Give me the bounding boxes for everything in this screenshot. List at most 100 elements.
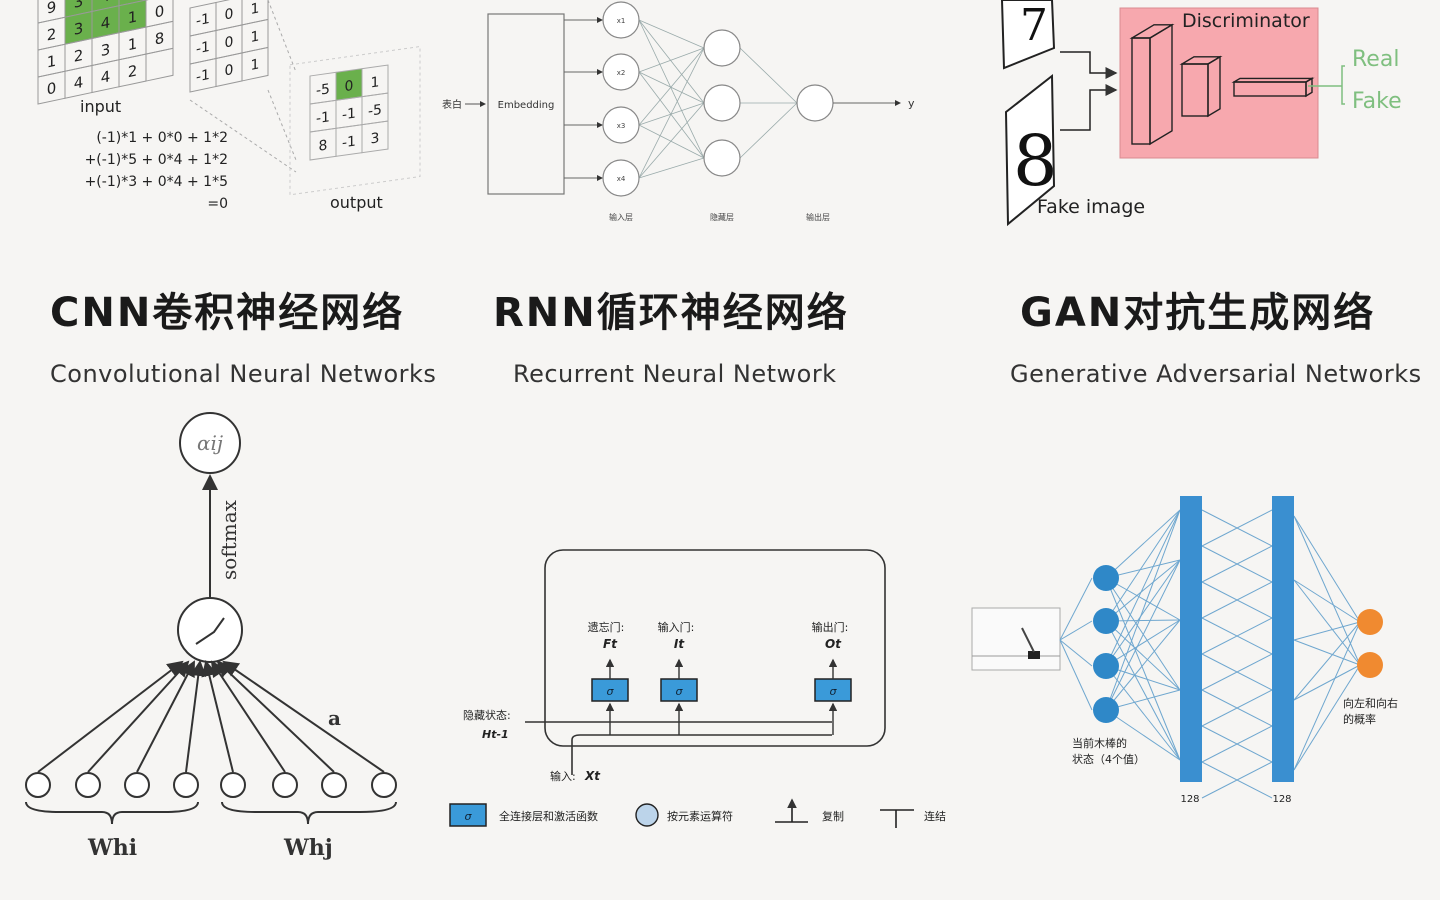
dqn-edge (1105, 559, 1181, 711)
cnn-input-value: 9 (47, 0, 57, 18)
cnn-output-value: -1 (342, 134, 356, 152)
rnn-input-node (602, 106, 640, 144)
gan-real-image-card (1000, 0, 1056, 70)
rnn-edge (638, 157, 705, 179)
dqn-edge (1201, 653, 1273, 691)
dqn-edge (1293, 579, 1361, 623)
rnn-input-node-label: x2 (617, 69, 626, 77)
attention-input-edge (37, 660, 184, 773)
lstm-legend-sigma: σ (465, 810, 473, 823)
gan-fake-image-label: Fake image (1037, 196, 1145, 218)
cnn-kernel-value: 1 (251, 0, 260, 18)
gan-title: GAN对抗生成网络 (1020, 290, 1376, 336)
dqn-edge (1105, 709, 1181, 761)
attention-input-edge (210, 660, 286, 773)
attention-input-node (272, 772, 298, 798)
lstm-hidden-state-label: 隐藏状态: (463, 708, 511, 722)
lstm-legend-fc-swatch (449, 803, 487, 827)
rnn-edge (638, 19, 705, 104)
lstm-legend-fc-label: 全连接层和激活函数 (499, 809, 598, 823)
rnn-edge (638, 102, 705, 126)
dqn-frame-edge (1059, 639, 1093, 667)
dqn-edge (1201, 545, 1273, 583)
gan-discriminator-box (1119, 7, 1319, 159)
cnn-output-cell (361, 120, 389, 154)
cnn-subtitle: Convolutional Neural Networks (50, 360, 437, 388)
cnn-output-value: 0 (345, 78, 354, 95)
rnn-title: RNN循环神经网络 (493, 290, 849, 336)
attention-input-node (220, 772, 246, 798)
attention-activation-icon (195, 617, 225, 645)
rnn-edge (638, 71, 705, 104)
attention-softmax-label: softmax (217, 499, 241, 580)
cnn-input-value: 2 (128, 62, 138, 82)
rnn-edge (638, 102, 705, 179)
lstm-input-label: 输入: (550, 769, 576, 783)
gan-discriminator-label: Discriminator (1182, 10, 1310, 32)
gan-digit-bottom: 8 (1013, 120, 1058, 202)
cnn-kernel-value: 0 (225, 62, 234, 80)
dqn-input-node (1093, 653, 1119, 679)
dqn-frame-edge (1059, 639, 1093, 711)
rnn-input-node (602, 159, 640, 197)
dqn-edge (1105, 509, 1181, 622)
dqn-edge (1105, 665, 1181, 761)
dqn-cartpole-frame (971, 607, 1061, 671)
dqn-frame-edge (1059, 577, 1093, 641)
rnn-input-word: 表白 (442, 98, 462, 111)
gan-arrow-real (1060, 51, 1118, 79)
cnn-input-value: 1 (47, 52, 57, 72)
cnn-input-value: 3 (101, 40, 111, 60)
gan-fake-label: Fake (1352, 89, 1402, 114)
dqn-output-node (1357, 652, 1383, 678)
dqn-edge (1105, 577, 1181, 761)
cnn-output-label: output (330, 193, 383, 212)
cnn-input-label: input (80, 97, 121, 116)
attention-input-edge (222, 660, 385, 773)
cnn-input-value: 4 (101, 0, 111, 6)
rnn-edge (638, 47, 705, 126)
dqn-edge (1201, 617, 1273, 655)
attention-output-symbol: αij (197, 431, 223, 455)
dqn-input-node (1093, 565, 1119, 591)
cnn-input-value: 1 (128, 35, 138, 55)
cnn-kernel-cell (241, 46, 269, 82)
dqn-edge (1293, 515, 1361, 623)
cnn-input-value: 4 (101, 13, 111, 33)
dqn-hidden-layer-1 (1180, 496, 1202, 782)
cnn-projection-line (267, 89, 297, 161)
cnn-formula-line: +(-1)*3 + 0*4 + 1*5 (85, 174, 228, 190)
lstm-legend-elem-swatch (635, 803, 659, 827)
dqn-edge (1293, 579, 1361, 666)
dqn-edge (1293, 621, 1361, 771)
gan-real-label: Real (1352, 47, 1399, 72)
lstm-input-symbol: It (674, 637, 685, 651)
gan-fake-image-card (1004, 73, 1056, 227)
lstm-legend-copy-label: 复制 (822, 809, 844, 823)
rnn-edge (739, 47, 798, 104)
attention-input-node (173, 772, 199, 798)
lstm-gate-sigma: σ (607, 685, 615, 698)
dqn-pole (1021, 627, 1035, 653)
cnn-input-value: 4 (101, 67, 111, 87)
attention-input-edge (87, 660, 190, 773)
gan-disc-layer-1 (1131, 37, 1151, 145)
attention-input-node (124, 772, 150, 798)
dqn-edge (1105, 509, 1181, 579)
dqn-edge (1201, 761, 1273, 799)
cnn-kernel-value: 0 (225, 34, 234, 52)
dqn-state-label-2: 状态（4个值） (1072, 752, 1145, 766)
cnn-input-value: 8 (155, 29, 165, 49)
attention-vector-label: a (328, 706, 341, 730)
cnn-formula-line: =0 (207, 196, 228, 212)
rnn-input-node (602, 1, 640, 39)
lstm-input-gate-label: 输入门: (658, 620, 695, 634)
lstm-input-line (571, 734, 832, 775)
rnn-hidden-node (703, 29, 741, 67)
gan-arrow-fake (1060, 84, 1118, 131)
lstm-legend-concat-icon (880, 809, 914, 828)
